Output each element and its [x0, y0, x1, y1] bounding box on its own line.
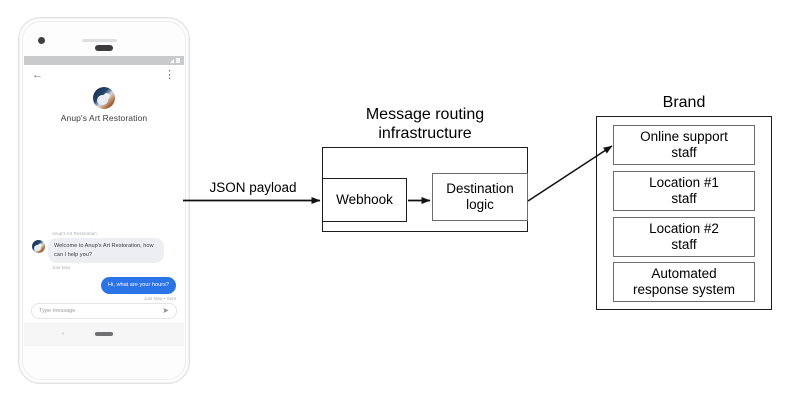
webhook-node[interactable]: Webhook	[322, 178, 407, 222]
status-bar	[24, 56, 184, 65]
incoming-message-row: Welcome to Anup's Art Restoration, how c…	[32, 238, 176, 264]
brand-item-1-line1: Location #1	[649, 175, 719, 191]
overflow-menu-icon[interactable]: ⋮	[164, 69, 175, 81]
brand-item-3-line1: Automated	[651, 266, 717, 282]
brand-item-location-2-staff[interactable]: Location #2 staff	[613, 217, 755, 257]
brand-item-2-line2: staff	[671, 237, 697, 252]
brand-item-3-line2: response system	[632, 282, 736, 297]
outgoing-message-row: Hi, what are your hours?	[32, 277, 176, 294]
infrastructure-title-line1: Message routing	[365, 106, 485, 123]
signal-triangle-icon	[170, 59, 174, 63]
outgoing-bubble: Hi, what are your hours?	[101, 277, 176, 294]
chat-empty-space	[24, 123, 184, 231]
nav-home-indicator[interactable]	[95, 332, 113, 336]
nav-back-icon[interactable]: ‹	[62, 331, 64, 337]
destination-logic-line1: Destination	[446, 181, 514, 197]
destination-logic-node[interactable]: Destination logic	[432, 173, 528, 221]
status-bar-icons	[170, 58, 180, 63]
outgoing-message: Hi, what are your hours? Just Now • Sent	[32, 277, 176, 301]
incoming-timestamp: Just Now	[52, 265, 71, 271]
phone-mockup: ← ⋮ Anup's Art Restoration Anup's Art Re…	[18, 17, 190, 384]
brand-item-0-line1: Online support	[640, 129, 728, 145]
infrastructure-title-line2: infrastructure	[378, 125, 472, 142]
message-input-placeholder[interactable]: Type message	[39, 308, 76, 314]
incoming-bubble: Welcome to Anup's Art Restoration, how c…	[48, 238, 164, 264]
brand-item-2-line1: Location #2	[649, 221, 719, 237]
brand-avatar-icon	[93, 87, 115, 109]
earpiece-icon	[82, 39, 117, 42]
android-nav-bar: ‹	[24, 323, 184, 346]
brand-item-location-1-staff[interactable]: Location #1 staff	[613, 171, 755, 211]
chat-app-bar: ← ⋮	[24, 65, 184, 85]
destination-logic-line2: logic	[466, 197, 494, 212]
json-payload-label: JSON payload	[209, 180, 297, 195]
conversation-header: Anup's Art Restoration	[24, 85, 184, 123]
battery-icon	[176, 58, 180, 63]
brand-item-0-line2: staff	[671, 145, 697, 160]
message-avatar	[32, 240, 45, 253]
brand-item-1-line2: staff	[671, 191, 697, 206]
phone-top-hardware	[19, 27, 189, 45]
message-sender-label: Anup's Art Restoration	[52, 231, 97, 236]
brand-group-title: Brand	[662, 94, 706, 111]
front-camera-icon	[38, 37, 45, 44]
message-list: Anup's Art Restoration Welcome to Anup's…	[24, 231, 184, 301]
brand-name-label: Anup's Art Restoration	[60, 113, 148, 123]
speaker-grill-icon	[95, 45, 113, 51]
message-composer[interactable]: Type message ➤	[31, 303, 177, 319]
back-arrow-icon[interactable]: ←	[32, 69, 43, 81]
phone-screen: ← ⋮ Anup's Art Restoration Anup's Art Re…	[24, 56, 184, 346]
outgoing-timestamp: Just Now • Sent	[144, 295, 176, 301]
brand-item-automated-response-system[interactable]: Automated response system	[613, 262, 755, 302]
incoming-message: Anup's Art Restoration Welcome to Anup's…	[32, 231, 176, 270]
send-icon[interactable]: ➤	[162, 306, 169, 315]
brand-item-online-support-staff[interactable]: Online support staff	[613, 125, 755, 165]
